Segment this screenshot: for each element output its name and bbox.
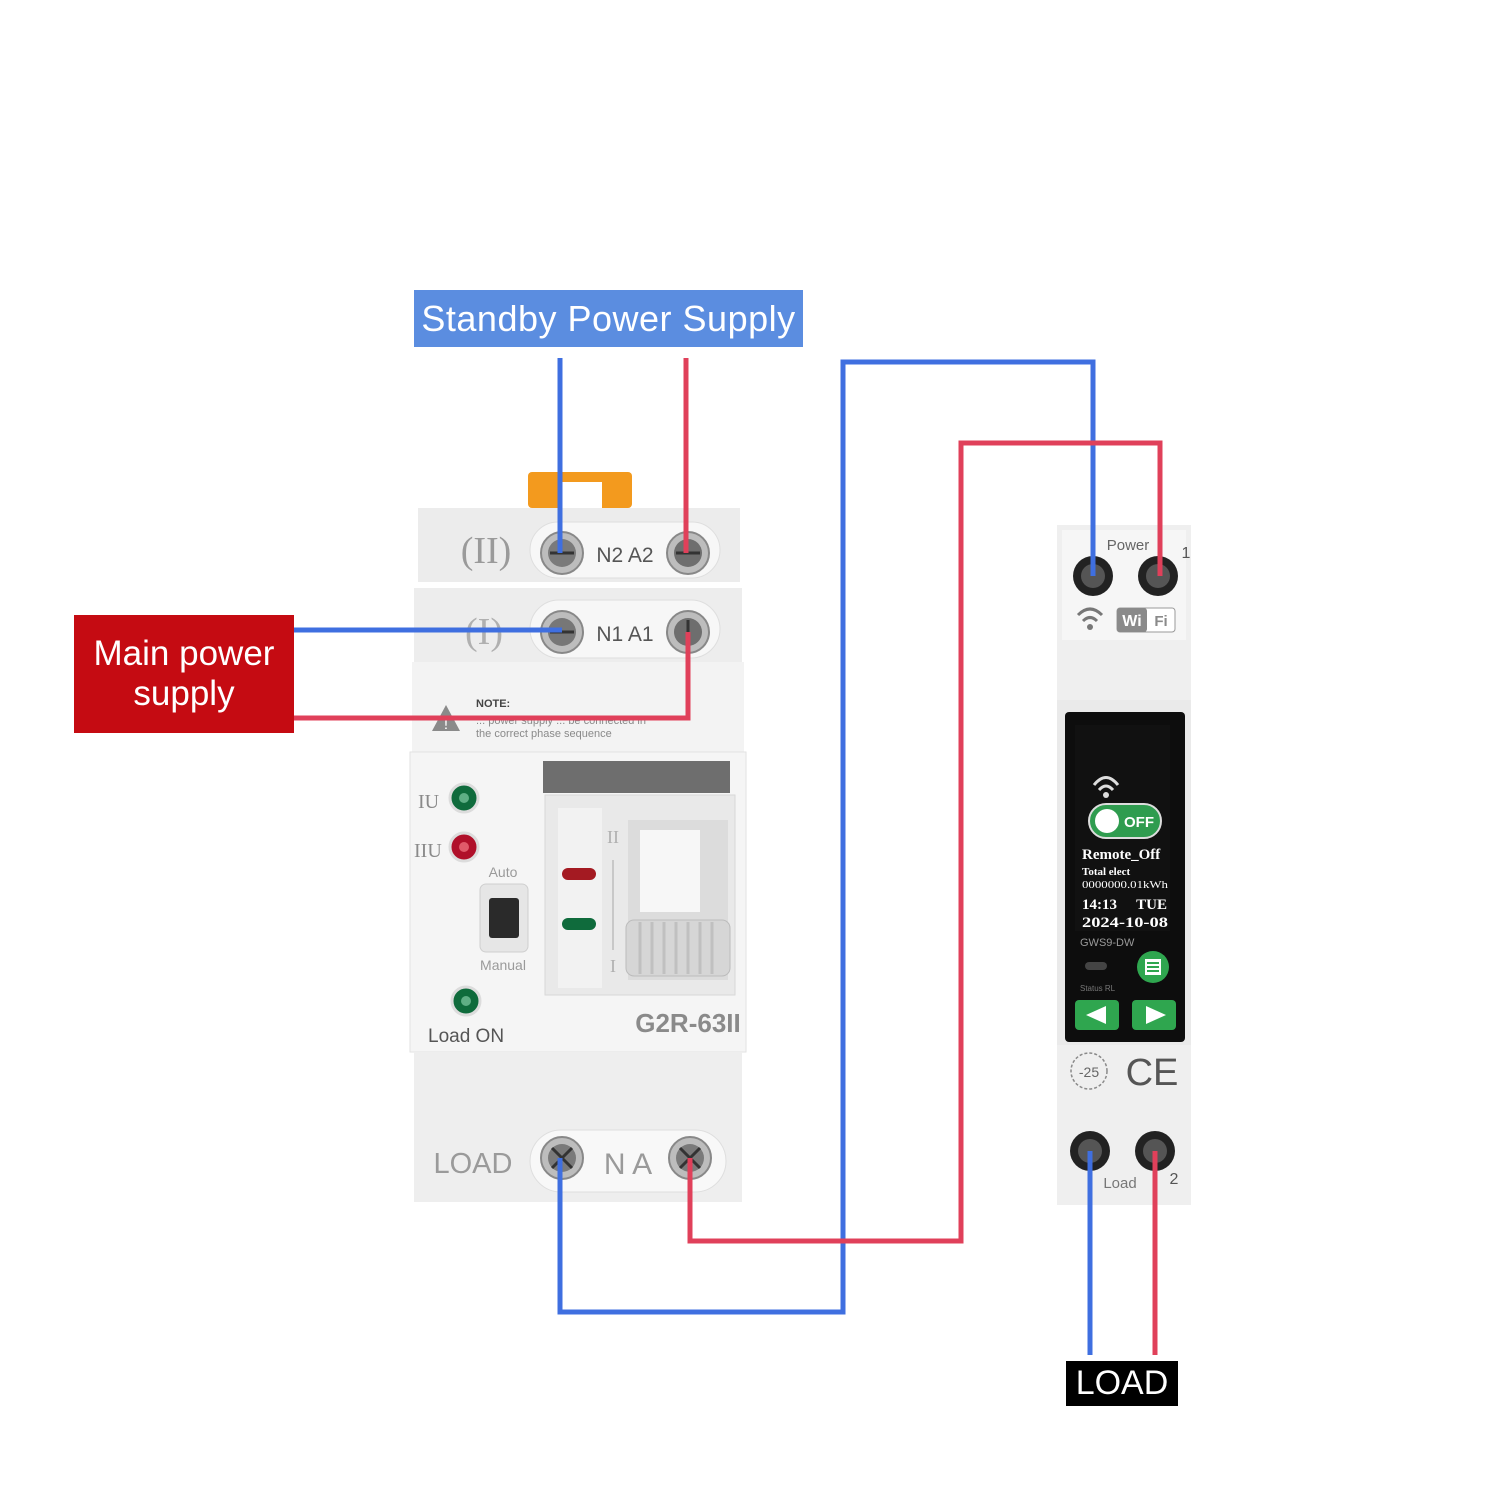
load-output-label: LOAD xyxy=(1066,1361,1178,1406)
wire-ats-live-to-meter xyxy=(687,440,1163,1244)
meter-bottom-section xyxy=(1057,1045,1191,1205)
meter-model-label: GWS9-DW xyxy=(1080,937,1135,949)
load-output-text: LOAD xyxy=(1075,1364,1169,1402)
arrow-left-icon xyxy=(1086,1006,1106,1024)
meter-menu-button[interactable] xyxy=(1137,951,1169,983)
cold-temperature-icon: -25 xyxy=(1070,1052,1108,1090)
main-power-supply-line2: supply xyxy=(133,674,235,713)
temperature-label: -25 xyxy=(1079,1064,1099,1080)
ats-bottom-terminals: N A xyxy=(604,1148,652,1181)
ats-note-title: NOTE: xyxy=(476,698,510,710)
ats-indicator-red xyxy=(448,831,480,863)
display-status: Remote_Off xyxy=(1082,847,1161,863)
wifi-signal-icon xyxy=(1076,607,1104,630)
meter-status-small: Status RL xyxy=(1080,984,1116,993)
display-wifi-icon xyxy=(1092,776,1120,798)
meter-status-led xyxy=(1085,962,1107,970)
arrow-right-icon xyxy=(1146,1006,1166,1024)
standby-power-supply-label: Standby Power Supply xyxy=(414,290,803,347)
meter-right-button[interactable] xyxy=(1132,1000,1176,1030)
ce-mark-icon: CE xyxy=(1126,1052,1179,1094)
ats-terminals-n1-a1: N1 A1 xyxy=(596,623,653,646)
ats-indicator-label-iiu: IIU xyxy=(414,840,442,862)
ats-position-i: I xyxy=(610,956,616,976)
meter-load-label: Load xyxy=(1103,1175,1136,1192)
ats-device: (II) (I) N2 A2 N1 A1 ! NOTE: ... po xyxy=(409,472,747,1202)
meter-terminal-1: 1 xyxy=(1182,545,1191,562)
ats-indicator-load-on xyxy=(450,985,482,1017)
wifi-badge-wi: Wi xyxy=(1122,613,1141,630)
ats-auto-label: Auto xyxy=(489,864,518,880)
ats-bottom-load-label: LOAD xyxy=(434,1148,513,1180)
wifi-badge-fi: Fi xyxy=(1154,613,1167,630)
ats-position-ii: II xyxy=(607,827,619,847)
wire-ats-neutral-to-meter xyxy=(557,359,1096,1315)
display-total-value: 0000000.01kWh xyxy=(1082,880,1168,891)
display-day: TUE xyxy=(1136,897,1167,913)
ats-note-line2: the correct phase sequence xyxy=(476,728,612,740)
meter-power-label: Power xyxy=(1107,537,1150,554)
display-total-label: Total elect xyxy=(1082,866,1130,878)
ats-red-lamp xyxy=(562,868,596,880)
ats-green-lamp xyxy=(562,918,596,930)
display-off-text: OFF xyxy=(1124,814,1154,831)
display-time: 14:13 xyxy=(1082,897,1117,913)
ats-load-on-label: Load ON xyxy=(428,1026,504,1047)
main-power-supply-line1: Main power xyxy=(93,634,275,673)
ats-terminals-n2-a2: N2 A2 xyxy=(596,544,653,567)
smart-meter-device: Power 1 Wi Fi OFF xyxy=(1057,525,1191,1205)
ats-model-label: G2R-63II xyxy=(635,1008,741,1038)
display-date: 2024-10-08 xyxy=(1082,915,1168,931)
meter-left-button[interactable] xyxy=(1075,1000,1119,1030)
ats-window-bar xyxy=(543,761,730,793)
ats-indicator-label-iu: IU xyxy=(418,791,440,813)
wire-main-live xyxy=(294,632,691,721)
ats-switch-handle[interactable] xyxy=(625,919,731,977)
meter-terminal-2: 2 xyxy=(1170,1171,1179,1188)
main-power-supply-label: Main power supply xyxy=(74,615,294,733)
svg-text:!: ! xyxy=(444,716,448,733)
standby-power-supply-text: Standby Power Supply xyxy=(421,297,796,339)
display-off-toggle: OFF xyxy=(1088,803,1162,839)
wires xyxy=(294,358,1163,1355)
ats-manual-label: Manual xyxy=(480,957,526,973)
ats-label-ii: (II) xyxy=(461,530,512,572)
ats-indicator-green xyxy=(448,782,480,814)
